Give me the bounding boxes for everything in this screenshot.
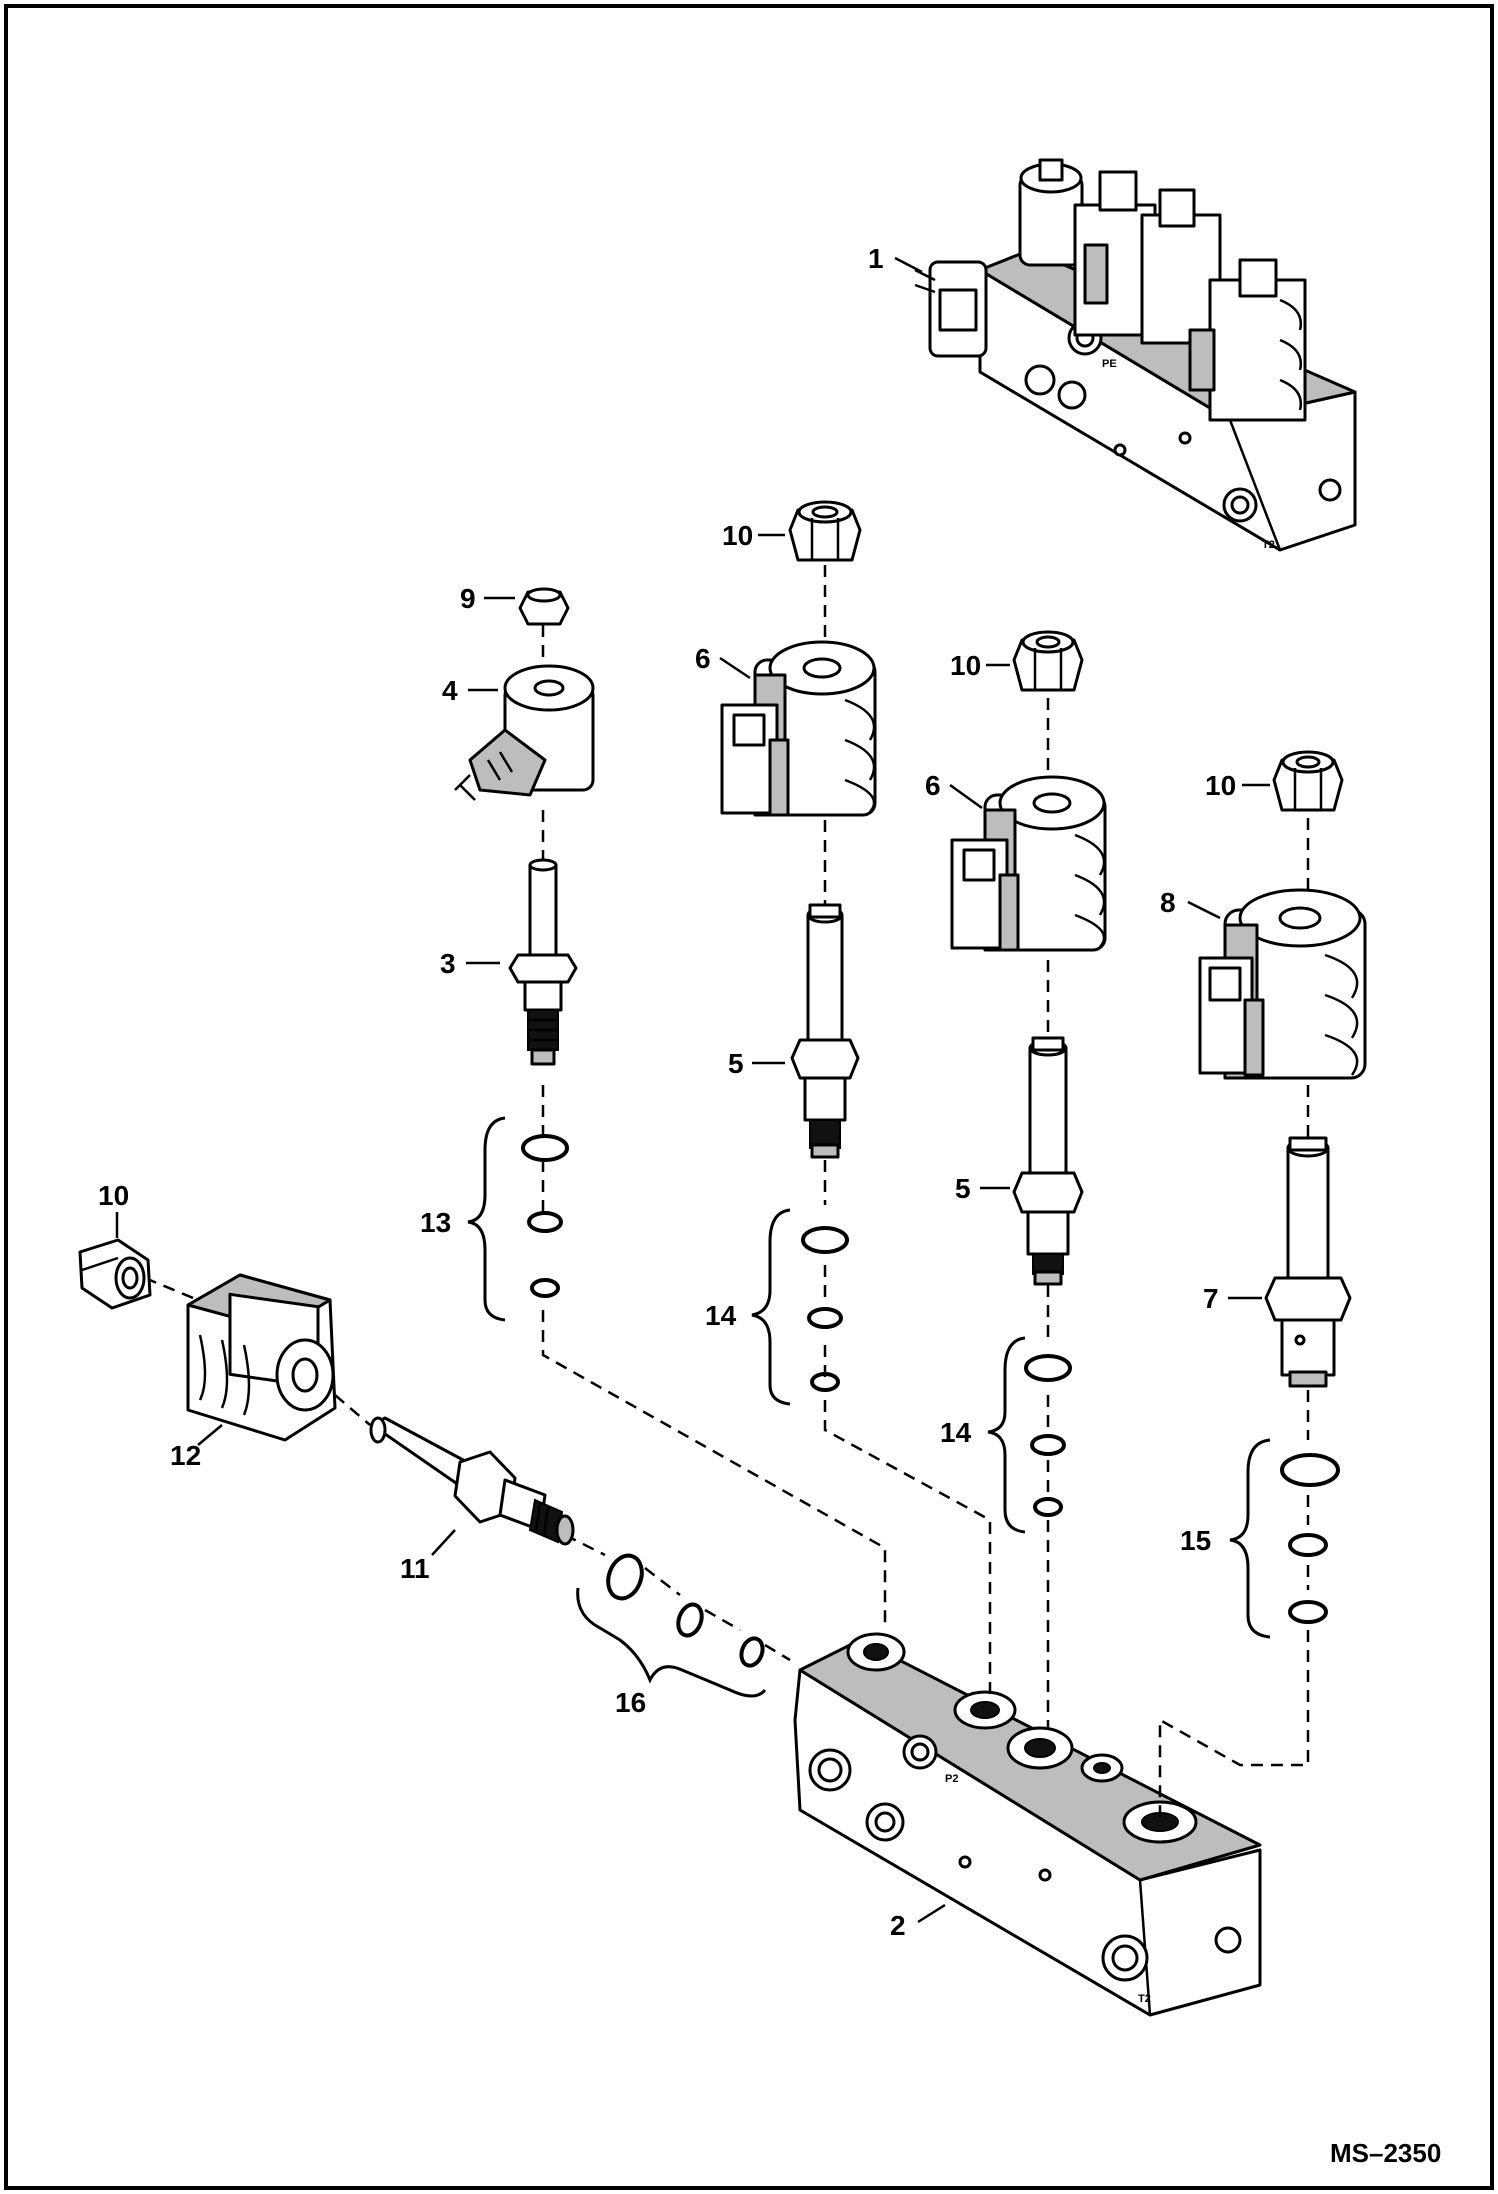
- nut-10d-illustration: [78, 1238, 152, 1310]
- seal-kit-14b-illustration: [1024, 1354, 1072, 1517]
- brace-14-b: [987, 1336, 1026, 1534]
- leader-6-a: [719, 656, 751, 680]
- callout-10-c: 10: [1205, 770, 1236, 801]
- seal-kit-15-illustration: [1280, 1453, 1340, 1624]
- callout-7: 7: [1203, 1283, 1219, 1314]
- seal-kit-13-illustration: [521, 1134, 569, 1298]
- callout-16: 16: [615, 1687, 646, 1718]
- callout-11: 11: [400, 1553, 430, 1584]
- callout-2: 2: [890, 1910, 906, 1941]
- callout-6-b: 6: [925, 770, 941, 801]
- brace-14-a: [751, 1208, 791, 1406]
- nut-10c-illustration: [1272, 750, 1344, 812]
- nut-9-illustration: [518, 587, 570, 626]
- leader-1: [894, 256, 923, 274]
- manifold-block-illustration: P2 T2: [793, 1632, 1262, 2017]
- callout-10-d: 10: [98, 1180, 129, 1211]
- seal-kit-16-illustration: [606, 1553, 765, 1668]
- callout-9: 9: [460, 583, 476, 614]
- valve-assembly-illustration: PE T2: [914, 158, 1357, 552]
- port-label-p2: P2: [945, 1773, 958, 1785]
- callout-13: 13: [420, 1207, 451, 1238]
- seal-kit-14a-illustration: [801, 1226, 849, 1392]
- cartridge-11-illustration: [369, 1416, 575, 1546]
- callout-6-a: 6: [695, 643, 711, 674]
- leader-12: [197, 1424, 223, 1446]
- nut-10a-illustration: [788, 500, 862, 562]
- leader-8: [1187, 900, 1221, 920]
- callout-15: 15: [1180, 1525, 1211, 1556]
- callout-14-b: 14: [940, 1417, 972, 1448]
- port-label-t2-top: T2: [1262, 539, 1275, 551]
- brace-15: [1229, 1438, 1271, 1639]
- cartridge-3-illustration: [508, 858, 578, 1066]
- callout-10-a: 10: [722, 520, 753, 551]
- nut-10b-illustration: [1012, 630, 1084, 692]
- callout-5-b: 5: [955, 1173, 971, 1204]
- brace-16: [576, 1587, 767, 1698]
- callout-4: 4: [442, 675, 458, 706]
- callout-14-a: 14: [705, 1300, 737, 1331]
- leader-11: [431, 1529, 456, 1556]
- brace-13: [467, 1116, 506, 1322]
- coil-8-illustration: [1198, 888, 1367, 1080]
- coil-6a-illustration: [720, 640, 877, 817]
- callout-1: 1: [868, 243, 884, 274]
- coil-4-illustration: [454, 664, 595, 801]
- callout-10-b: 10: [950, 650, 981, 681]
- callout-3: 3: [440, 948, 456, 979]
- cartridge-7-illustration: [1264, 1136, 1352, 1388]
- leader-2: [917, 1903, 946, 1924]
- cartridge-5a-illustration: [790, 903, 860, 1159]
- page-frame: [4, 4, 1494, 2190]
- callout-8: 8: [1160, 887, 1176, 918]
- coil-6b-illustration: [950, 775, 1107, 952]
- callout-12: 12: [170, 1440, 201, 1471]
- drawing-code: MS–2350: [1330, 2138, 1441, 2168]
- port-label-pe: PE: [1102, 358, 1117, 370]
- cartridge-5b-illustration: [1012, 1036, 1084, 1286]
- coil-12-illustration: [186, 1273, 337, 1442]
- callout-5-a: 5: [728, 1048, 744, 1079]
- port-label-t2-bottom: T2: [1138, 1993, 1151, 2005]
- leader-6-b: [949, 783, 983, 810]
